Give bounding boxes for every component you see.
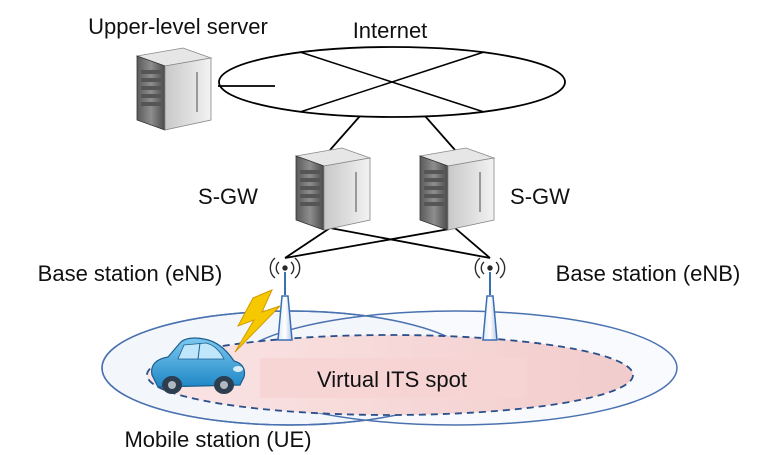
virtual-spot-label-bg — [260, 358, 525, 398]
bs-left-label: Base station (eNB) — [38, 261, 223, 286]
mobile-station-label: Mobile station (UE) — [124, 427, 311, 452]
upper-server-icon — [135, 47, 213, 131]
virtual-spot-label: Virtual ITS spot — [317, 367, 467, 392]
links — [218, 85, 491, 259]
car-icon — [151, 337, 246, 394]
link-internet-sgw-right — [424, 115, 456, 151]
bs-right-radio-waves-icon — [474, 257, 506, 279]
bs-right-label: Base station (eNB) — [556, 261, 741, 286]
link-sgw-left-bs-left — [284, 227, 331, 259]
bs-right-antenna-icon — [482, 272, 498, 341]
link-sgw-right-bs-right — [454, 227, 491, 259]
sgw-left-server-icon — [294, 147, 372, 231]
internet-cloud — [218, 46, 566, 118]
sgw-left-label: S-GW — [198, 184, 258, 209]
bs-left-antenna-icon — [277, 272, 293, 341]
internet-cross-2 — [299, 51, 485, 113]
lightning-icon — [234, 289, 281, 353]
virtual-its-spot: Virtual ITS spot — [146, 334, 634, 416]
bs-left-radio-waves-icon — [269, 257, 301, 279]
link-sgw-left-bs-right — [329, 227, 491, 259]
link-internet-sgw-left — [329, 115, 361, 151]
upper-server-label: Upper-level server — [88, 14, 268, 39]
sgw-right-label: S-GW — [510, 184, 570, 209]
sgw-right-server-icon — [418, 147, 496, 231]
internet-label: Internet — [353, 18, 428, 43]
link-sgw-right-bs-left — [284, 227, 456, 259]
